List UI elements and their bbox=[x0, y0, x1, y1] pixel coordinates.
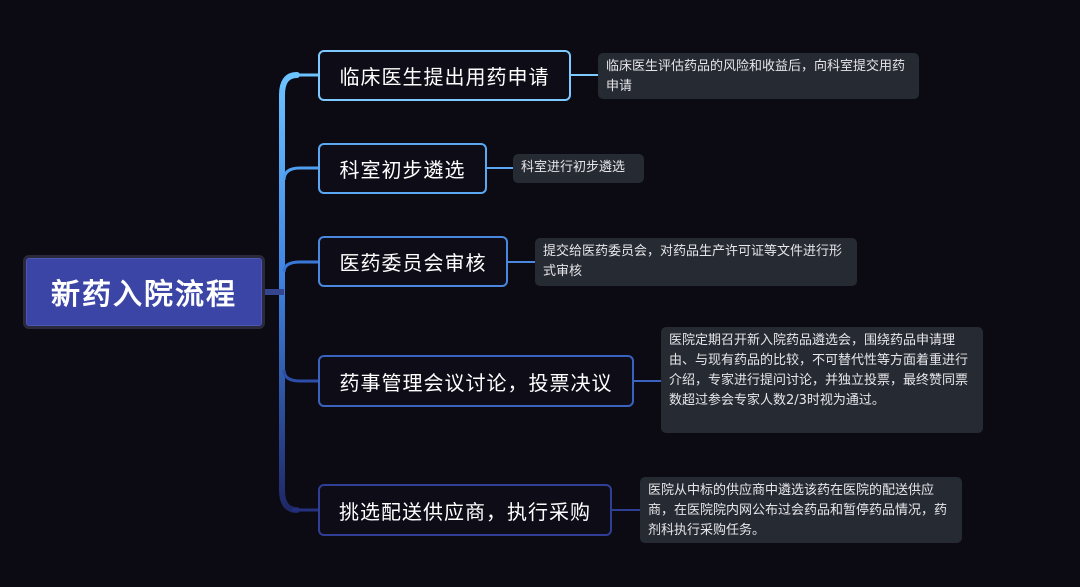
step-node-4[interactable]: 药事管理会议讨论，投票决议 bbox=[318, 355, 634, 407]
step-note-2: 科室进行初步遴选 bbox=[513, 154, 644, 183]
step-note-4: 医院定期召开新入院药品遴选会，围绕药品申请理由、与现有药品的比较，不可替代性等方… bbox=[661, 327, 983, 433]
step-note-3: 提交给医药委员会，对药品生产许可证等文件进行形式审核 bbox=[535, 238, 857, 286]
step-connector-3 bbox=[282, 260, 318, 273]
step-node-1[interactable]: 临床医生提出用药申请 bbox=[318, 50, 571, 101]
step-connector-4 bbox=[282, 369, 318, 383]
step-node-2[interactable]: 科室初步遴选 bbox=[318, 143, 487, 194]
step-note-5: 医院从中标的供应商中遴选该药在医院的配送供应商，在医院院内网公布过会药品和暂停药… bbox=[640, 477, 962, 543]
step-connector-2 bbox=[282, 166, 318, 181]
branch-trunk bbox=[279, 72, 300, 513]
step-node-5[interactable]: 挑选配送供应商，执行采购 bbox=[318, 484, 612, 536]
step-node-3[interactable]: 医药委员会审核 bbox=[318, 236, 508, 287]
step-note-1: 临床医生评估药品的风险和收益后，向科室提交用药申请 bbox=[598, 53, 919, 99]
root-node[interactable]: 新药入院流程 bbox=[23, 255, 265, 329]
